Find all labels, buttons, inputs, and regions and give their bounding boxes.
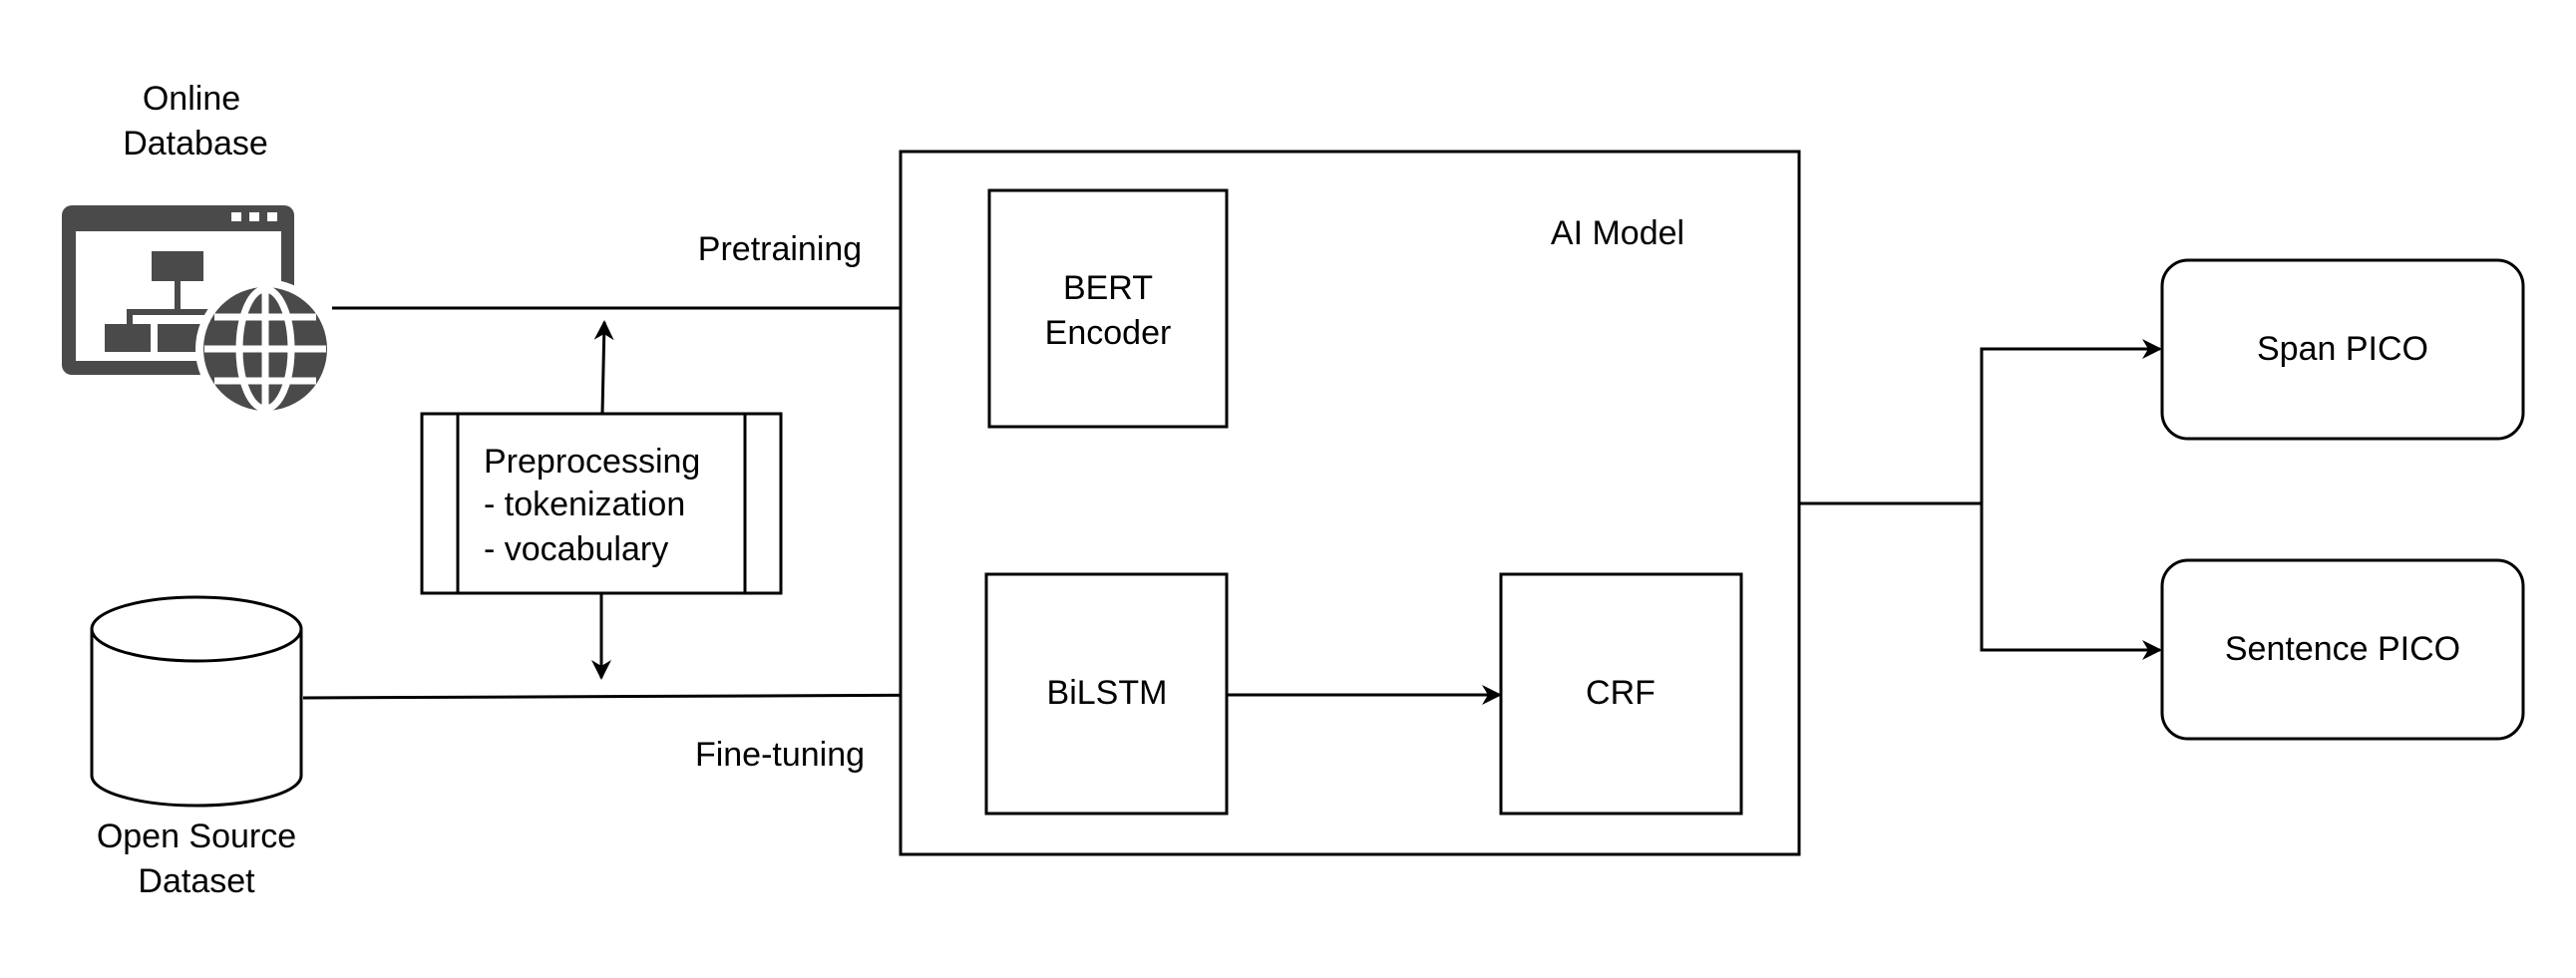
open-source-dataset-label-line1: Open Source — [97, 817, 296, 855]
sentence-pico-box — [2160, 558, 2525, 741]
pretraining-label: Pretraining — [698, 230, 862, 268]
preprocessing-up-arrow — [593, 320, 614, 415]
preprocessing-title: Preprocessing — [484, 443, 700, 481]
bert-encoder-box — [987, 188, 1229, 429]
globe-icon — [195, 279, 335, 419]
bilstm-label: BiLSTM — [1047, 674, 1168, 712]
fine-tuning-label: Fine-tuning — [695, 736, 865, 774]
online-database-label-line2: Database — [123, 125, 268, 163]
cylinder-database-icon — [90, 595, 303, 808]
preprocessing-item-vocabulary: - vocabulary — [484, 530, 668, 568]
open-source-dataset-label-line2: Dataset — [138, 862, 255, 900]
sentence-pico-label: Sentence PICO — [2225, 630, 2460, 668]
crf-box — [1499, 572, 1743, 815]
preprocessing-box — [420, 412, 783, 595]
preprocessing-item-tokenization: - tokenization — [484, 486, 685, 523]
span-pico-label: Span PICO — [2257, 330, 2428, 368]
span-pico-arrow — [1980, 339, 2162, 503]
fine-tuning-arrow — [302, 685, 987, 706]
span-pico-box — [2160, 258, 2525, 441]
bert-encoder-label-line2: Encoder — [1045, 314, 1172, 352]
online-database-label-line1: Online — [143, 80, 240, 118]
bert-encoder-label-line1: BERT — [1063, 269, 1153, 307]
crf-label: CRF — [1586, 674, 1656, 712]
ai-model-label: AI Model — [1551, 214, 1684, 252]
bilstm-box — [984, 572, 1229, 815]
sentence-pico-arrow — [1980, 503, 2162, 660]
